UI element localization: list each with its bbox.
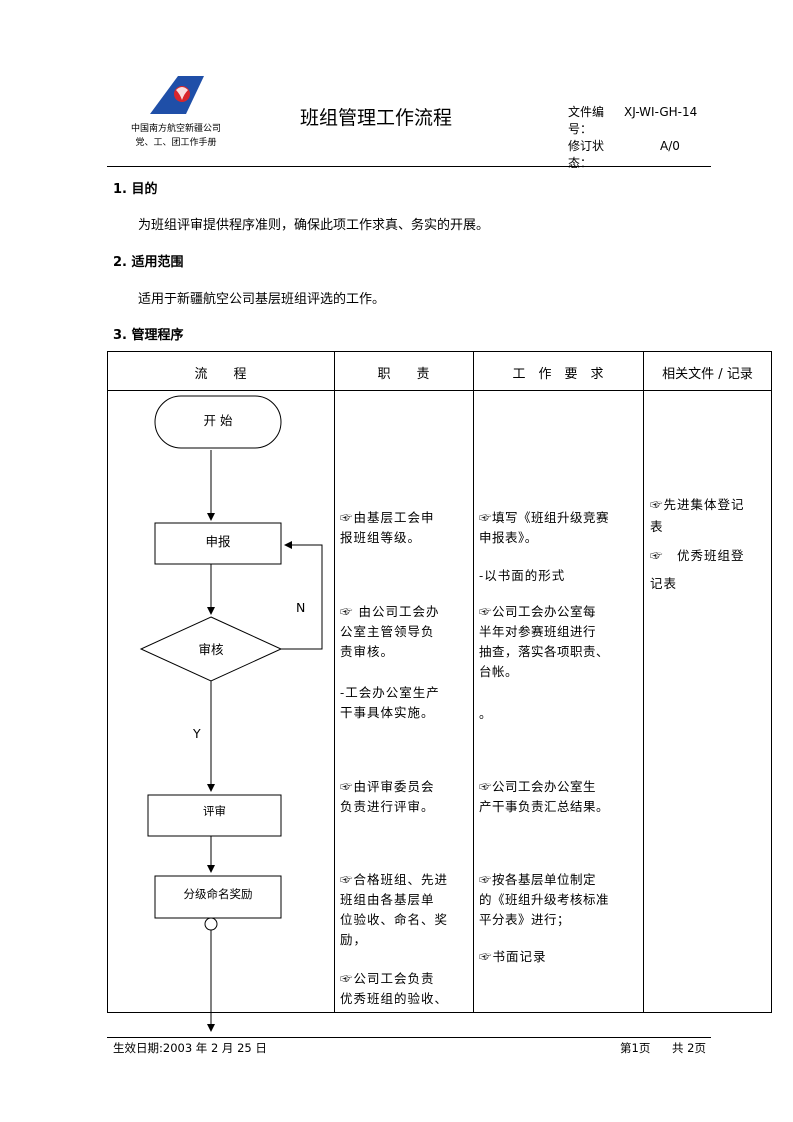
- company-name: 中国南方航空新疆公司 党、工、团工作手册: [120, 122, 232, 150]
- header-divider: [107, 166, 711, 167]
- record-item: ☞ 优秀班组登 记表: [650, 548, 745, 591]
- evaluate-label: 评审: [203, 804, 226, 818]
- section-2-text: 适用于新疆航空公司基层班组评选的工作。: [138, 292, 386, 307]
- page-total: 共 2页: [672, 1041, 706, 1055]
- requirement-item: -以书面的形式: [479, 568, 566, 583]
- company-line2: 党、工、团工作手册: [135, 138, 217, 148]
- duty-item: -工会办公室生产 干事具体实施。: [340, 685, 440, 720]
- table-col-divider: [334, 351, 335, 1013]
- requirement-item: ☞公司工会办公室每 半年对参赛班组进行 抽查，落实各项职责、 台帐。: [479, 604, 610, 679]
- section-1-title: 1. 目的: [113, 182, 158, 197]
- section-2-title: 2. 适用范围: [113, 255, 184, 270]
- duty-item: ☞公司工会负责 优秀班组的验收、: [340, 971, 449, 1006]
- duty-item: ☞合格班组、先进 班组由各基层单 位验收、命名、奖 励，: [340, 872, 449, 947]
- revision-value: A/0: [660, 139, 680, 153]
- requirement-item: ☞公司工会办公室生 产干事负责汇总结果。: [479, 779, 610, 814]
- procedure-table: [107, 351, 772, 1013]
- header-flow: 流 程: [194, 367, 247, 382]
- page-connector: [204, 917, 218, 931]
- header-duty: 职 责: [377, 367, 430, 382]
- requirement-item: ☞按各基层单位制定 的《班组升级考核标准 平分表》进行；: [479, 872, 610, 927]
- section-3-title: 3. 管理程序: [113, 328, 184, 343]
- start-label: 开 始: [203, 413, 233, 428]
- effective-date: 生效日期:2003 年 2 月 25 日: [113, 1041, 267, 1055]
- footer-divider: [107, 1037, 711, 1038]
- company-logo: [148, 74, 208, 116]
- requirement-item: ☞书面记录: [479, 949, 547, 964]
- document-meta: 文件编号： XJ-WI-GH-14 修订状态： A/0: [568, 104, 697, 172]
- doc-no-label: 文件编号：: [568, 105, 605, 136]
- header-requirement: 工 作 要 求: [512, 367, 604, 382]
- record-item: ☞先进集体登记 表: [650, 497, 745, 534]
- duty-item: ☞ 由公司工会办 公室主管领导负 责审核。: [340, 604, 440, 659]
- evaluate-box: [147, 794, 282, 837]
- review-label: 审核: [198, 642, 224, 657]
- company-line1: 中国南方航空新疆公司: [130, 124, 221, 134]
- table-col-divider: [643, 351, 644, 1013]
- reward-box: [154, 875, 282, 919]
- section-1-text: 为班组评审提供程序准则，确保此项工作求真、务实的开展。: [138, 218, 490, 233]
- report-label: 申报: [205, 534, 231, 549]
- reward-label: 分级命名奖励: [183, 887, 253, 901]
- table-header-divider: [107, 390, 772, 391]
- report-box: [154, 522, 282, 565]
- no-label: N: [296, 600, 306, 615]
- requirement-item: ☞填写《班组升级竞赛 申报表》。: [479, 510, 610, 545]
- no-loop-arrow: [281, 541, 323, 650]
- duty-item: ☞由评审委员会 负责进行评审。: [340, 779, 435, 814]
- flowchart: [139, 395, 323, 1032]
- table-col-divider: [473, 351, 474, 1013]
- duty-item: ☞由基层工会申 报班组等级。: [340, 510, 435, 545]
- document-title: 班组管理工作流程: [300, 107, 453, 129]
- requirement-item: 。: [479, 706, 493, 721]
- start-terminal: [154, 395, 282, 449]
- page-number: 第1页: [620, 1041, 651, 1055]
- doc-no-value: XJ-WI-GH-14: [624, 105, 698, 119]
- yes-label: Y: [193, 726, 201, 741]
- header-records: 相关文件 / 记录: [662, 367, 753, 382]
